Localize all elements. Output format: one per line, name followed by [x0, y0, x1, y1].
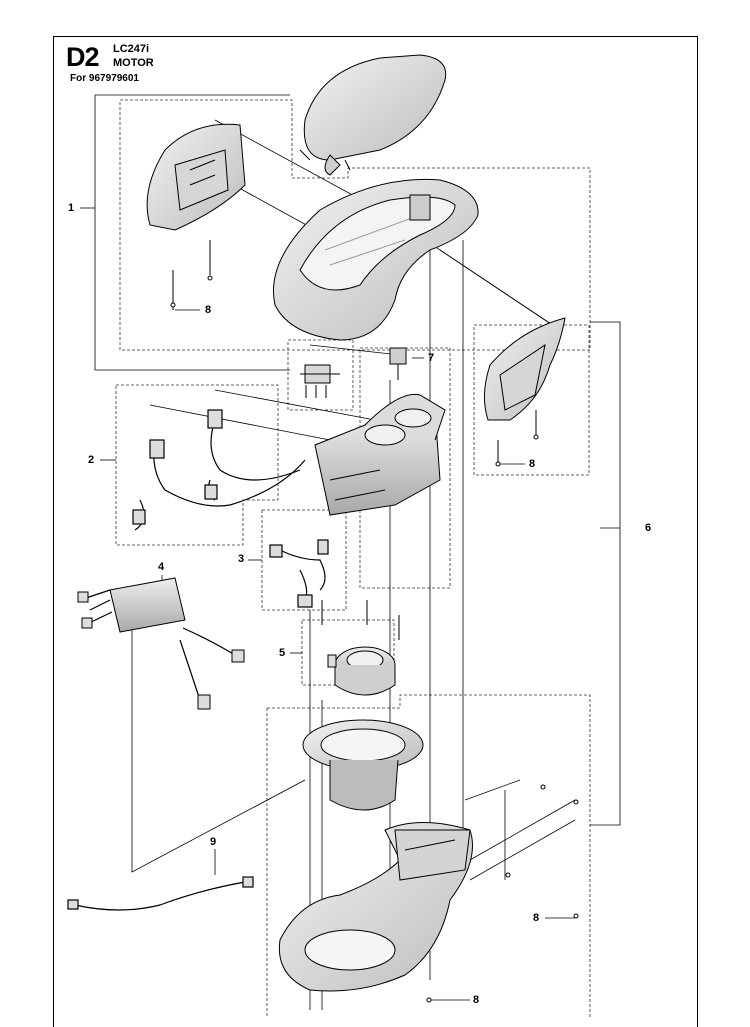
screw-group	[170, 240, 579, 1003]
switch-harness-part	[269, 539, 329, 608]
motor-housing-part	[302, 719, 424, 811]
handle-shell-part	[273, 178, 479, 341]
connector-part	[300, 364, 340, 398]
callout-8-left: 8	[205, 304, 212, 316]
callout-8-bottom: 8	[473, 994, 480, 1006]
right-handle-part	[484, 317, 566, 421]
top-cover-part	[299, 54, 447, 176]
callout-2: 2	[88, 454, 95, 466]
left-handle-part	[146, 123, 246, 231]
group-box-right-handle	[473, 324, 590, 476]
callout-5: 5	[279, 647, 286, 659]
callout-9: 9	[210, 836, 217, 848]
controller-unit-part	[77, 577, 245, 710]
serial-reference: For 967979601	[70, 73, 139, 84]
wiring-harness-part	[132, 409, 306, 531]
model-name: LC247i	[113, 43, 150, 55]
switch-connector-part	[389, 347, 407, 380]
group-box-bottom	[267, 694, 591, 1017]
callout-4: 4	[158, 561, 165, 573]
power-cable-part	[67, 876, 254, 911]
callout-7: 7	[428, 352, 435, 364]
callout-8-lower-right: 8	[533, 912, 540, 924]
battery-housing-part	[314, 393, 446, 516]
group-box-1	[119, 99, 591, 351]
group-box-2	[115, 384, 279, 546]
callout-3: 3	[238, 553, 245, 565]
base-housing-part	[278, 822, 473, 992]
callout-1: 1	[68, 202, 75, 214]
callout-8-right: 8	[529, 458, 536, 470]
callout-6: 6	[645, 522, 652, 534]
drawing-frame	[53, 36, 698, 1027]
diagram-code: D2	[66, 42, 100, 72]
motor-part	[327, 646, 396, 696]
diagram-title: MOTOR	[113, 57, 154, 69]
